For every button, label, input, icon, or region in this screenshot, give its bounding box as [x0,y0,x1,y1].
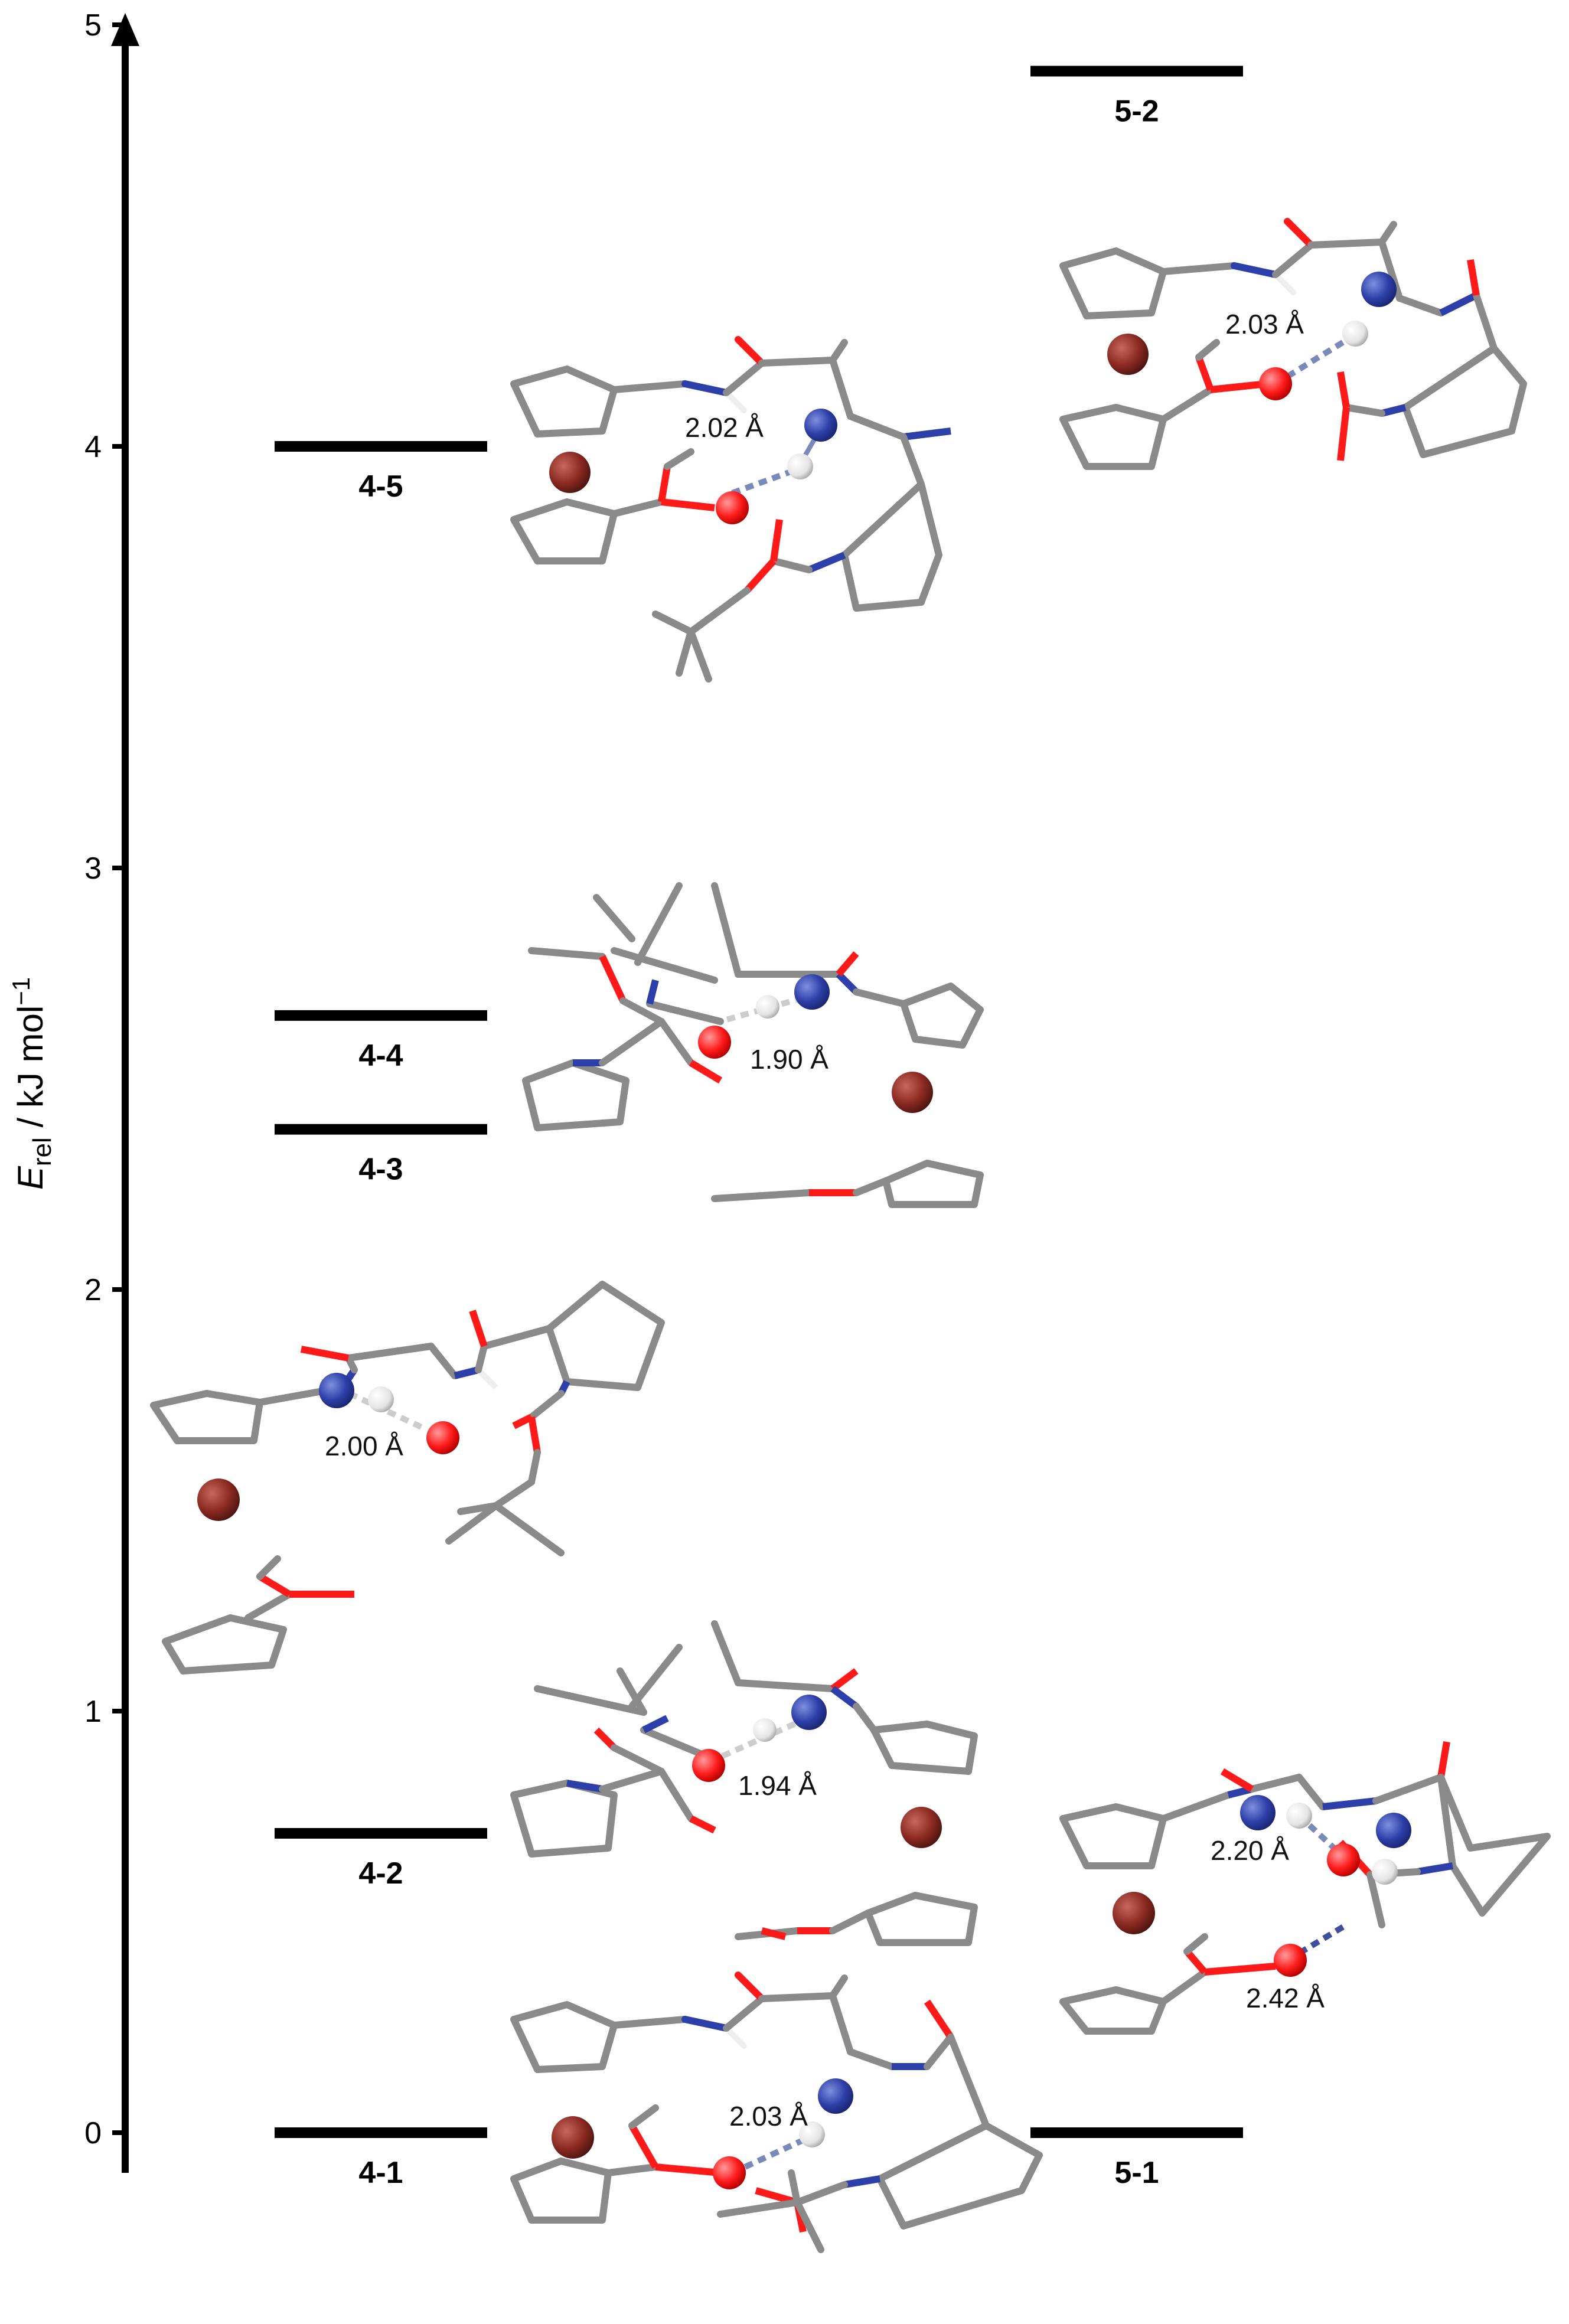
nitrogen-atom [794,974,830,1010]
distance-label: 2.03 Å [729,2101,808,2132]
oxygen-atom [713,2156,746,2189]
axis-tick-label: 0 [84,2116,102,2150]
oxygen-atom [426,1421,459,1454]
energy-level-label: 5-1 [1114,2156,1159,2190]
axis-tick-label: 2 [84,1273,102,1307]
hydrogen-atom [1286,1803,1312,1829]
energy-levels: 4-1 4-2 4-3 4-4 4-5 5-1 5-2 [275,66,1243,2190]
ion-sphere [549,452,591,493]
nitrogen-atom [319,1373,354,1408]
energy-level-label: 4-5 [358,469,403,504]
energy-level-label: 4-1 [358,2156,403,2190]
distance-label: 2.03 Å [1225,309,1304,340]
nitrogen-atom [791,1695,827,1730]
distance-label: 1.90 Å [750,1044,828,1075]
axis-tick-label: 5 [84,8,102,43]
structure-5-1: 2.20 Å 2.42 Å [1059,1741,1551,2035]
structure-4-2: 1.94 Å [510,1620,978,1946]
ion-sphere [1107,334,1149,375]
ion-sphere [1113,1892,1155,1934]
oxygen-atom [1259,367,1292,400]
ion-sphere [901,1807,942,1848]
energy-level-label: 4-4 [358,1039,403,1073]
oxygen-atom [692,1749,725,1782]
distance-label: 2.02 Å [685,412,764,443]
hydrogen-atom [799,2121,825,2147]
oxygen-atom [698,1026,731,1059]
structure-4-5: 2.02 Å [510,340,951,683]
axis-arrowhead [111,13,139,46]
hydrogen-atom [368,1386,394,1412]
ion-sphere [552,2116,594,2159]
axis-tick-label: 4 [84,430,102,464]
hydrogen-atom [753,1718,777,1742]
axis-title: Erel / kJ mol−1 [7,977,57,1190]
ion-sphere [892,1072,933,1113]
oxygen-atom [1274,1944,1307,1977]
energy-level-label: 4-2 [358,1856,403,1891]
nitrogen-atom [818,2078,853,2114]
hydrogen-atom [787,453,813,479]
energy-level-label: 5-2 [1114,94,1159,129]
distance-label: 2.00 Å [325,1431,403,1461]
energy-axis [111,13,139,2173]
axis-tick-label: 3 [84,851,102,886]
hydrogen-atom [1372,1859,1398,1885]
structure-4-1: 2.03 Å [510,1975,1043,2253]
axis-ticks: 0 1 2 3 4 5 [84,8,125,2150]
ion-sphere [197,1478,240,1521]
hydrogen-atom [1342,321,1368,347]
nitrogen-atom [1361,272,1397,307]
structure-4-3: 2.00 Å [150,1281,665,1675]
distance-label: 2.42 Å [1246,1983,1325,2013]
axis-tick-label: 1 [84,1695,102,1729]
nitrogen-atom [1376,1813,1411,1848]
oxygen-atom [1327,1843,1360,1876]
distance-label: 2.20 Å [1211,1835,1289,1866]
nitrogen-atom [1240,1795,1276,1830]
energy-level-label: 4-3 [358,1153,403,1187]
oxygen-atom [716,491,749,524]
distance-label: 1.94 Å [738,1770,817,1801]
structure-5-2: 2.03 Å [1059,221,1527,470]
structure-4-4: 1.90 Å [522,882,984,1208]
nitrogen-atom [804,409,837,442]
hydrogen-atom [756,995,779,1019]
